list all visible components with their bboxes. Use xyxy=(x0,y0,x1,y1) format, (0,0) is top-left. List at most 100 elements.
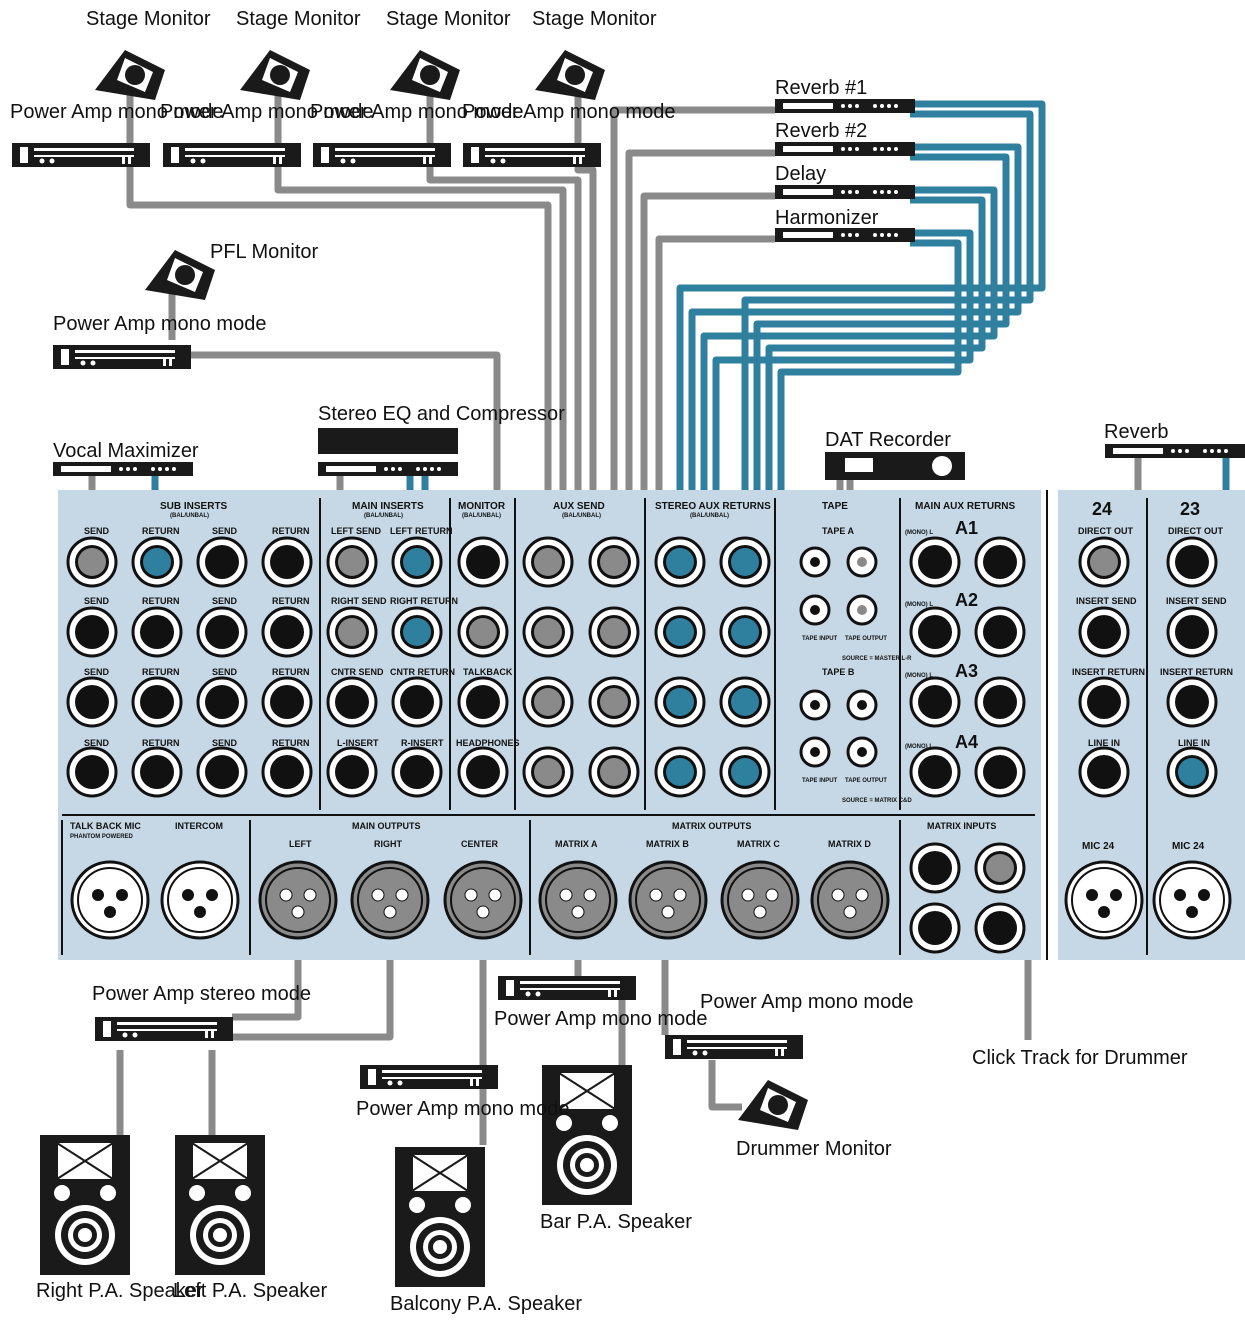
return-label-7: RETURN xyxy=(272,667,310,677)
l-insert-label: L-INSERT xyxy=(337,738,379,748)
aux-send-label: AUX SEND xyxy=(553,501,605,512)
plugged-connectors xyxy=(78,548,1206,882)
insert-return-label-23: INSERT RETURN xyxy=(1160,667,1233,677)
channel-24-label: 24 xyxy=(1092,499,1112,519)
mic24-label-left: MIC 24 xyxy=(1082,841,1115,852)
direct-out-label-23: DIRECT OUT xyxy=(1168,526,1224,536)
pfl-amp-label: Power Amp mono mode xyxy=(53,313,266,335)
tape-a-source-label: SOURCE = MASTER L-R xyxy=(842,656,912,662)
send-label-7: SEND xyxy=(212,667,238,677)
power-amp-label-1: Power Amp mono mode xyxy=(10,101,223,123)
sub-inserts-label: SUB INSERTS xyxy=(160,501,228,512)
tape-rca-jacks[interactable] xyxy=(799,546,878,768)
right-pa-label: Right P.A. Speaker xyxy=(36,1280,204,1302)
tape-b-output-label: TAPE OUTPUT xyxy=(845,778,887,784)
send-label-4: SEND xyxy=(84,738,110,748)
return-label-6: RETURN xyxy=(272,596,310,606)
main-aux-returns-label: MAIN AUX RETURNS xyxy=(915,501,1016,512)
phantom-powered-label: PHANTOM POWERED xyxy=(70,834,134,840)
send-label-8: SEND xyxy=(212,738,238,748)
balcony-amp-label: Power Amp mono mode xyxy=(356,1098,569,1120)
send-label-6: SEND xyxy=(212,596,238,606)
power-amp-label-2: Power Amp mono mode xyxy=(160,101,373,123)
return-label-2: RETURN xyxy=(142,596,180,606)
stage-monitor-label-3: Stage Monitor xyxy=(386,8,511,30)
mic24-label-right: MIC 24 xyxy=(1172,841,1205,852)
click-track-label: Click Track for Drummer xyxy=(972,1047,1188,1069)
return-label-4: RETURN xyxy=(142,738,180,748)
stereo-eq-label: Stereo EQ and Compressor xyxy=(318,403,565,425)
tape-a-label: TAPE A xyxy=(822,526,855,536)
vocal-maximizer-label: Vocal Maximizer xyxy=(53,440,199,462)
main-outputs-label: MAIN OUTPUTS xyxy=(352,821,421,831)
bar-pa-label: Bar P.A. Speaker xyxy=(540,1211,692,1233)
drummer-amp-label: Power Amp mono mode xyxy=(700,991,913,1013)
channel-23-label: 23 xyxy=(1180,499,1200,519)
a4-label: A4 xyxy=(955,732,978,752)
tape-label: TAPE xyxy=(822,501,848,512)
monitor-label: MONITOR xyxy=(458,501,506,512)
device-labels: Stage Monitor Stage Monitor Stage Monito… xyxy=(10,8,1188,1315)
monitor-bal-label: (BAL/UNBAL) xyxy=(462,513,501,519)
send-label-2: SEND xyxy=(84,596,110,606)
stereo-aux-returns-bal-label: (BAL/UNBAL) xyxy=(690,513,729,519)
stereo-aux-returns-label: STEREO AUX RETURNS xyxy=(655,501,771,512)
mono-l-label-1: (MONO) L xyxy=(905,530,933,536)
return-label-3: RETURN xyxy=(142,667,180,677)
main-left-label: LEFT xyxy=(289,839,312,849)
main-inserts-bal-label: (BAL/UNBAL) xyxy=(364,513,403,519)
matrix-b-label: MATRIX B xyxy=(646,839,689,849)
right-send-label: RIGHT SEND xyxy=(331,596,387,606)
stage-monitor-label-2: Stage Monitor xyxy=(236,8,361,30)
mono-l-label-2: (MONO) L xyxy=(905,602,933,608)
matrix-d-label: MATRIX D xyxy=(828,839,871,849)
tape-a-input-label: TAPE INPUT xyxy=(802,636,838,642)
cntr-send-label: CNTR SEND xyxy=(331,667,384,677)
line-in-label-23: LINE IN xyxy=(1178,738,1210,748)
matrix-c-label: MATRIX C xyxy=(737,839,780,849)
right-return-label: RIGHT RETURN xyxy=(390,596,458,606)
blue-cables xyxy=(151,100,1230,776)
return-label-5: RETURN xyxy=(272,526,310,536)
reverb2-label: Reverb #2 xyxy=(775,120,867,142)
reverb-label: Reverb xyxy=(1104,421,1168,443)
main-right-label: RIGHT xyxy=(374,839,403,849)
tape-b-input-label: TAPE INPUT xyxy=(802,778,838,784)
left-return-label: LEFT RETURN xyxy=(390,526,453,536)
intercom-label: INTERCOM xyxy=(175,821,223,831)
tape-b-source-label: SOURCE = MATRIX C&D xyxy=(842,798,912,804)
bar-amp-label: Power Amp mono mode xyxy=(494,1008,707,1030)
insert-send-label-24: INSERT SEND xyxy=(1076,596,1137,606)
harmonizer-label: Harmonizer xyxy=(775,207,879,229)
send-label-5: SEND xyxy=(212,526,238,536)
main-center-label: CENTER xyxy=(461,839,499,849)
insert-return-label-24: INSERT RETURN xyxy=(1072,667,1145,677)
balcony-pa-label: Balcony P.A. Speaker xyxy=(390,1293,582,1315)
send-label-3: SEND xyxy=(84,667,110,677)
tape-b-label: TAPE B xyxy=(822,667,855,677)
insert-send-label-23: INSERT SEND xyxy=(1166,596,1227,606)
pfl-monitor-label: PFL Monitor xyxy=(210,241,319,263)
matrix-a-label: MATRIX A xyxy=(555,839,598,849)
main-inserts-label: MAIN INSERTS xyxy=(352,501,424,512)
headphones-label: HEADPHONES xyxy=(456,738,520,748)
drummer-monitor-label: Drummer Monitor xyxy=(736,1138,892,1160)
direct-out-label-24: DIRECT OUT xyxy=(1078,526,1134,536)
delay-label: Delay xyxy=(775,163,826,185)
stage-monitor-label-4: Stage Monitor xyxy=(532,8,657,30)
return-label-1: RETURN xyxy=(142,526,180,536)
tape-a-output-label: TAPE OUTPUT xyxy=(845,636,887,642)
aux-send-bal-label: (BAL/UNBAL) xyxy=(562,513,601,519)
matrix-inputs-label: MATRIX INPUTS xyxy=(927,821,996,831)
return-label-8: RETURN xyxy=(272,738,310,748)
sub-inserts-bal-label: (BAL/UNBAL) xyxy=(170,513,209,519)
panel-dividers xyxy=(61,498,901,955)
talkback-label: TALKBACK xyxy=(463,667,513,677)
power-amp-label-3: Power Amp mono mode xyxy=(310,101,523,123)
a1-label: A1 xyxy=(955,518,978,538)
send-label-1: SEND xyxy=(84,526,110,536)
panel-labels: SUB INSERTS (BAL/UNBAL) MAIN INSERTS (BA… xyxy=(70,499,1233,852)
r-insert-label: R-INSERT xyxy=(401,738,444,748)
talkback-mic-label: TALK BACK MIC xyxy=(70,821,141,831)
